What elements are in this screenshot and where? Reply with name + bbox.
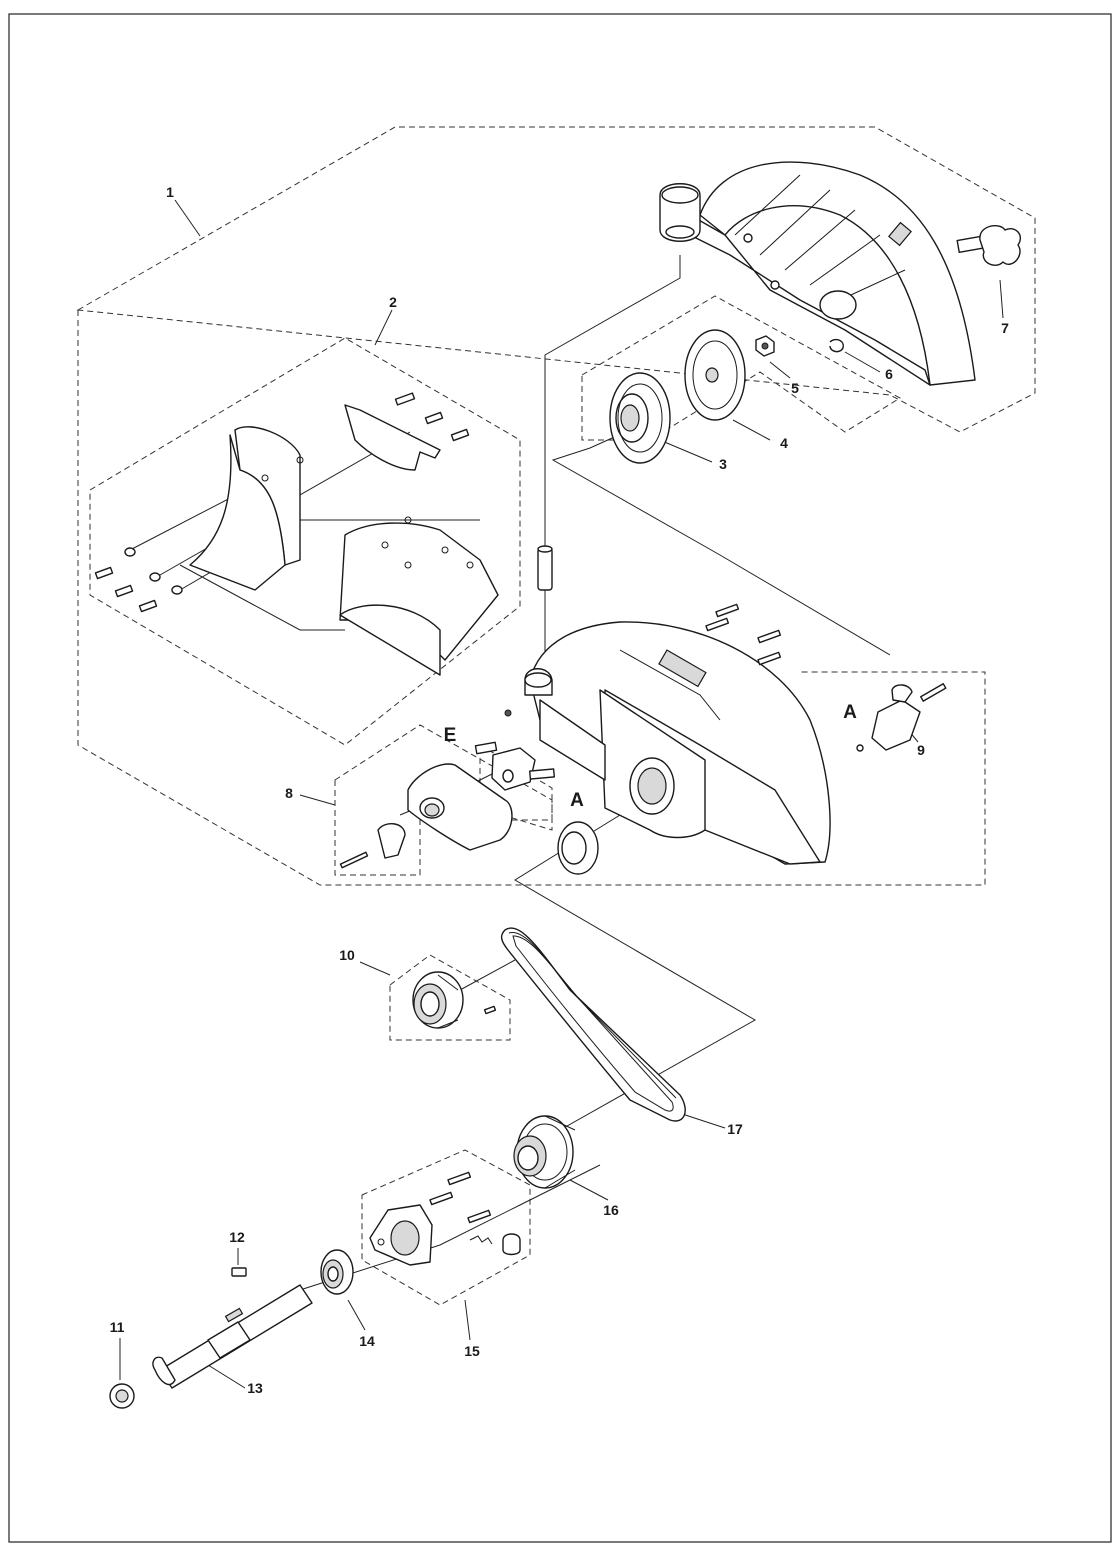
callout-8: 8 [285, 785, 293, 801]
callout-13: 13 [247, 1380, 263, 1396]
leader-10 [359, 961, 391, 976]
group-outline-10 [389, 954, 511, 1041]
link-guard-to-pin [544, 255, 681, 690]
callout-4: 4 [780, 435, 788, 451]
callout-17: 17 [727, 1121, 743, 1137]
callout-1: 1 [166, 184, 174, 200]
bearing-14 [320, 1249, 354, 1295]
callout-14: 14 [359, 1333, 375, 1349]
rear-splash-guard [189, 404, 499, 676]
small-pulley-10 [412, 971, 497, 1029]
splash-guard-screws [94, 392, 470, 613]
callout-10: 10 [339, 947, 355, 963]
leader-1 [174, 199, 201, 237]
callout-12: 12 [229, 1229, 245, 1245]
shaft-nut-11 [109, 1383, 135, 1409]
letter-a-valve-9: A [843, 702, 857, 723]
link-shaft-line [299, 1164, 601, 1291]
callout-6: 6 [885, 366, 893, 382]
group-outline-1 [76, 126, 1036, 433]
guard-spacer-pin [537, 545, 553, 591]
group-outline-1-lower [77, 310, 986, 886]
leader-5 [769, 361, 791, 379]
callout-2: 2 [389, 294, 397, 310]
callout-5: 5 [791, 380, 799, 396]
callout-15: 15 [464, 1343, 480, 1359]
callout-9: 9 [917, 742, 925, 758]
valve-assembly-9 [856, 683, 947, 752]
leader-15 [464, 1299, 471, 1341]
letter-a-hose: A [570, 790, 584, 811]
link-flange-line [551, 429, 891, 656]
blade-washer [684, 329, 746, 421]
group-outline-15 [361, 1149, 531, 1306]
group-outline-2 [89, 337, 521, 746]
key-12 [231, 1267, 247, 1277]
leader-6 [844, 351, 881, 373]
group-outline-3-6 [581, 295, 901, 441]
callout-16: 16 [603, 1202, 619, 1218]
letter-e: E [444, 725, 457, 746]
large-pulley-16 [513, 1115, 576, 1189]
leader-2 [374, 309, 393, 346]
shaft-13 [152, 1284, 313, 1389]
flange-nut [755, 335, 775, 357]
bearing-housing-15 [369, 1171, 521, 1266]
small-pin-6 [829, 338, 844, 353]
link-rear-guard [179, 564, 345, 631]
leader-7 [999, 279, 1004, 319]
leader-8 [299, 794, 336, 806]
leader-14 [347, 1299, 366, 1331]
outer-flange [609, 372, 671, 464]
callout-7: 7 [1001, 320, 1009, 336]
callout-3: 3 [719, 456, 727, 472]
lower-guard-screws [504, 603, 782, 717]
callout-11: 11 [110, 1319, 125, 1335]
water-nozzle-8 [339, 763, 513, 869]
drive-belt-17 [500, 927, 686, 1122]
water-seal-ring [557, 821, 599, 875]
link-pulley-to-belt [459, 959, 516, 991]
leader-16 [569, 1179, 609, 1201]
guard-knob [956, 224, 1022, 266]
water-valve-e [474, 741, 556, 791]
leader-4 [732, 419, 771, 441]
page-border [8, 13, 1112, 1543]
upper-blade-guard [659, 161, 976, 386]
lower-blade-guard [524, 621, 831, 865]
